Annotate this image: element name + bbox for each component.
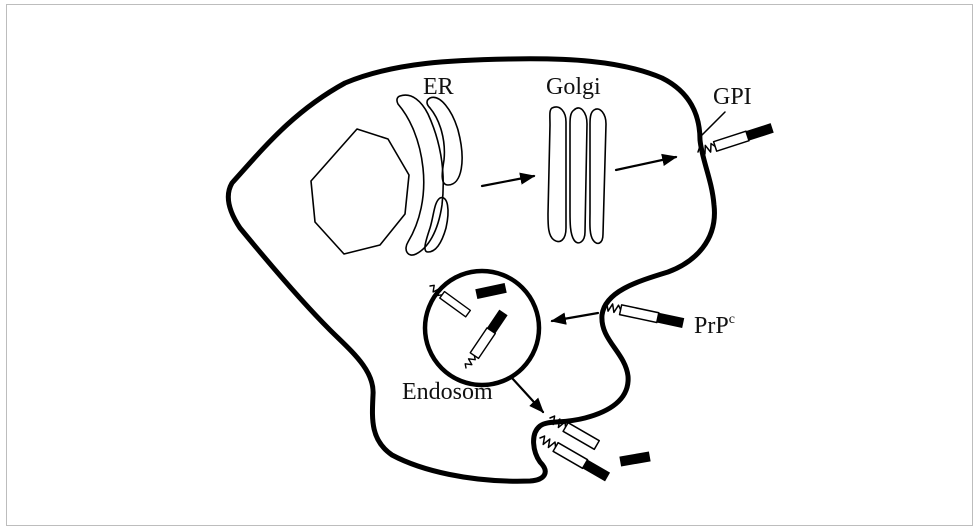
arrow-er-to-golgi (482, 176, 534, 186)
golgi-stack-3 (590, 109, 606, 243)
label-golgi: Golgi (546, 75, 601, 99)
label-prpc-base: PrP (694, 313, 729, 339)
prpc-endosome-2 (462, 310, 508, 371)
golgi-stack-2 (570, 108, 587, 243)
arrow-membrane-to-endosome (552, 313, 598, 321)
arrow-golgi-to-membrane (616, 157, 676, 170)
prpc-membrane-right (602, 301, 684, 328)
prpc-fragment-released (619, 451, 650, 466)
label-prpc: PrPc (694, 313, 735, 338)
arrow-endosome-to-membrane (512, 378, 543, 412)
prpc-fragment-endosome (475, 283, 506, 299)
golgi-stack-1 (548, 107, 566, 242)
er-cisterna-2 (427, 97, 462, 185)
label-endosome: Endosom (402, 380, 493, 404)
label-prpc-sup: c (729, 312, 735, 327)
label-er: ER (423, 75, 454, 99)
nucleus (311, 129, 409, 254)
label-gpi: GPI (713, 85, 752, 109)
gpi-leader-line (701, 112, 725, 136)
